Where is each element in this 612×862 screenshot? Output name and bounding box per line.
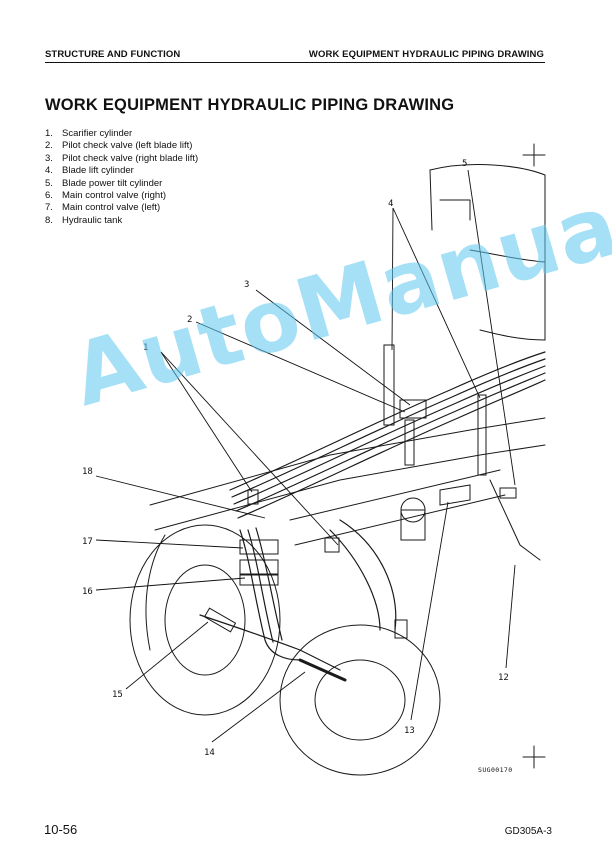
callout-5: 5 xyxy=(462,159,467,169)
callout-4: 4 xyxy=(388,199,393,209)
registration-mark xyxy=(522,143,546,167)
page-title: WORK EQUIPMENT HYDRAULIC PIPING DRAWING xyxy=(45,96,455,114)
callout-14: 14 xyxy=(204,748,215,758)
callout-2: 2 xyxy=(187,315,192,325)
part-item: 3.Pilot check valve (right blade lift) xyxy=(45,152,199,164)
header-topic: WORK EQUIPMENT HYDRAULIC PIPING DRAWING xyxy=(308,49,544,60)
parts-list: 1.Scarifier cylinder 2.Pilot check valve… xyxy=(45,128,198,227)
callout-3: 3 xyxy=(244,280,249,290)
callout-15: 15 xyxy=(112,690,123,700)
callout-18: 18 xyxy=(82,467,93,477)
part-item: 7.Main control valve (left) xyxy=(45,202,161,214)
part-item: 5.Blade power tilt cylinder xyxy=(45,177,163,189)
callout-17: 17 xyxy=(82,537,93,547)
callout-1: 1 xyxy=(143,343,148,353)
callout-13: 13 xyxy=(404,726,415,736)
part-item: 8.Hydraulic tank xyxy=(45,214,123,226)
part-item: 1.Scarifier cylinder xyxy=(45,128,133,139)
part-item: 4.Blade lift cylinder xyxy=(45,165,134,177)
callout-16: 16 xyxy=(82,587,93,597)
part-item: 6.Main control valve (right) xyxy=(45,190,167,202)
part-item: 2.Pilot check valve (left blade lift) xyxy=(45,140,193,152)
model-code: GD305A-3 xyxy=(504,826,552,837)
registration-mark xyxy=(522,745,546,769)
header-section: STRUCTURE AND FUNCTION xyxy=(45,49,181,60)
header-rule xyxy=(45,62,545,63)
callout-12: 12 xyxy=(498,673,509,683)
page-number: 10-56 xyxy=(44,822,78,837)
figure-code: SUG00170 xyxy=(478,766,513,774)
